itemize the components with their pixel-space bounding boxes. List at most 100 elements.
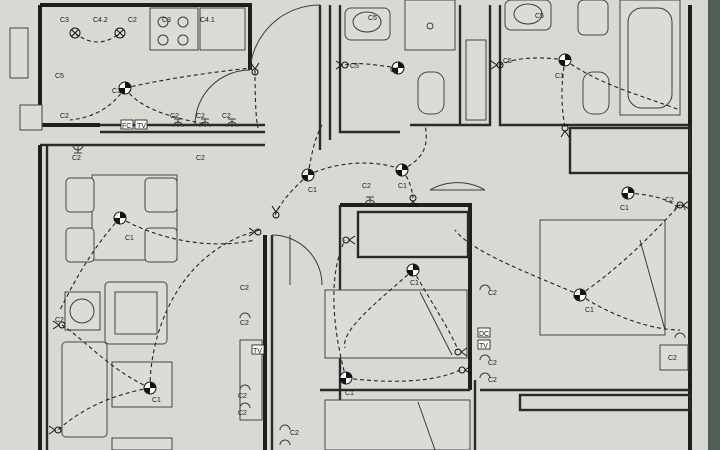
- label-dc: DC: [479, 331, 489, 338]
- tv-outlet-icon: [134, 119, 148, 130]
- label-c1: C1: [410, 280, 419, 287]
- label-c4-2: C4.2: [93, 17, 108, 24]
- label-tv: TV: [479, 343, 488, 350]
- switches: [48, 60, 690, 435]
- label-c4-1: C4.1: [200, 17, 215, 24]
- label-c2: C2: [668, 355, 677, 362]
- ceiling-light-icon: [118, 81, 132, 95]
- label-c2: C2: [196, 155, 205, 162]
- socket-icon: [226, 118, 238, 128]
- label-c2: C2: [488, 360, 497, 367]
- label-c1: C1: [345, 390, 354, 397]
- label-tv: TV: [253, 348, 262, 355]
- switch-icon: [335, 60, 349, 70]
- switch-icon: [248, 227, 262, 237]
- label-c2: C2: [488, 377, 497, 384]
- socket-icon: [279, 439, 291, 446]
- label-c5: C5: [55, 73, 64, 80]
- label-c1: C1: [620, 205, 629, 212]
- ceiling-light-icon: [113, 211, 127, 225]
- socket-icon: [239, 402, 251, 409]
- ceiling-light-icon: [301, 168, 315, 182]
- tv-outlets: [120, 119, 491, 355]
- switch-icon: [560, 124, 570, 138]
- label-c2: C2: [665, 197, 674, 204]
- table-edge: [708, 0, 720, 450]
- ceiling-light-icon: [573, 288, 587, 302]
- switch-icon: [676, 200, 690, 210]
- ceiling-light-icon: [143, 381, 157, 395]
- label-c2: C2: [222, 113, 231, 120]
- ceiling-light-icon: [621, 186, 635, 200]
- ceiling-light-icon: [406, 263, 420, 277]
- socket-icon: [239, 384, 251, 391]
- ceiling-lights: [113, 53, 635, 395]
- switch-icon: [48, 425, 62, 435]
- labels: C1 C1 C1 C1 C1 C1 C1 C1 C1 C1 C1 C2 C2 C…: [55, 13, 677, 437]
- socket-icon: [199, 118, 211, 128]
- socket-icon: [674, 332, 686, 339]
- switch-icon: [250, 62, 260, 76]
- socket-icon: [479, 284, 491, 291]
- tv-outlet-icon: [120, 119, 134, 130]
- switch-icon: [342, 235, 356, 245]
- label-c1: C1: [125, 235, 134, 242]
- ceiling-light-icon: [558, 53, 572, 67]
- label-c2: C2: [290, 430, 299, 437]
- label-c2: C2: [488, 290, 497, 297]
- socket-icon: [674, 204, 686, 211]
- socket-icon: [172, 118, 184, 128]
- label-c2: C2: [238, 393, 247, 400]
- doors: [194, 4, 486, 286]
- sockets: [72, 118, 686, 446]
- socket-icon: [479, 372, 491, 379]
- label-c2: C2: [60, 113, 69, 120]
- tv-outlet-icon: [251, 344, 265, 355]
- label-c2: C2: [128, 17, 137, 24]
- kitchen-lights: [69, 27, 126, 43]
- wiring: [57, 57, 681, 431]
- ceiling-light-icon: [391, 61, 405, 75]
- ceiling-light-icon: [339, 371, 353, 385]
- label-c1: C1: [112, 88, 121, 95]
- label-c1: C1: [308, 187, 317, 194]
- label-c5: C5: [535, 13, 544, 20]
- label-c1: C1: [555, 73, 564, 80]
- label-c2: C2: [72, 155, 81, 162]
- label-c5: C5: [503, 58, 512, 65]
- ceiling-light-icon: [395, 163, 409, 177]
- socket-icon: [364, 196, 376, 206]
- label-c2: C2: [55, 317, 64, 324]
- switch-icon: [52, 320, 66, 330]
- label-c2: C2: [362, 183, 371, 190]
- label-c3: C3: [60, 17, 69, 24]
- switch-icon: [271, 205, 281, 219]
- label-c2: C2: [170, 113, 179, 120]
- label-c2: C2: [238, 410, 247, 417]
- switch-icon: [490, 60, 504, 70]
- label-c5: C5: [350, 63, 359, 70]
- furniture: [9, 0, 689, 450]
- tv-outlet-icon: [477, 339, 491, 350]
- label-c3: C3: [162, 17, 171, 24]
- tv-outlet-icon: [477, 327, 491, 338]
- label-fc: FC: [122, 123, 131, 130]
- label-c1: C1: [152, 397, 161, 404]
- socket-icon: [239, 312, 251, 319]
- label-c2: C2: [196, 113, 205, 120]
- label-c1: C1: [398, 183, 407, 190]
- label-c2: C2: [240, 320, 249, 327]
- label-c5: C5: [368, 15, 377, 22]
- walls: [38, 3, 692, 450]
- socket-icon: [479, 354, 491, 361]
- switch-icon: [454, 347, 468, 357]
- label-c2: C2: [240, 285, 249, 292]
- switch-icon: [408, 194, 418, 208]
- socket-icon: [72, 144, 84, 154]
- socket-icon: [279, 424, 291, 431]
- switch-icon: [458, 365, 472, 375]
- label-c1: C1: [390, 67, 399, 74]
- label-c1: C1: [585, 307, 594, 314]
- label-tv: TV: [137, 123, 146, 130]
